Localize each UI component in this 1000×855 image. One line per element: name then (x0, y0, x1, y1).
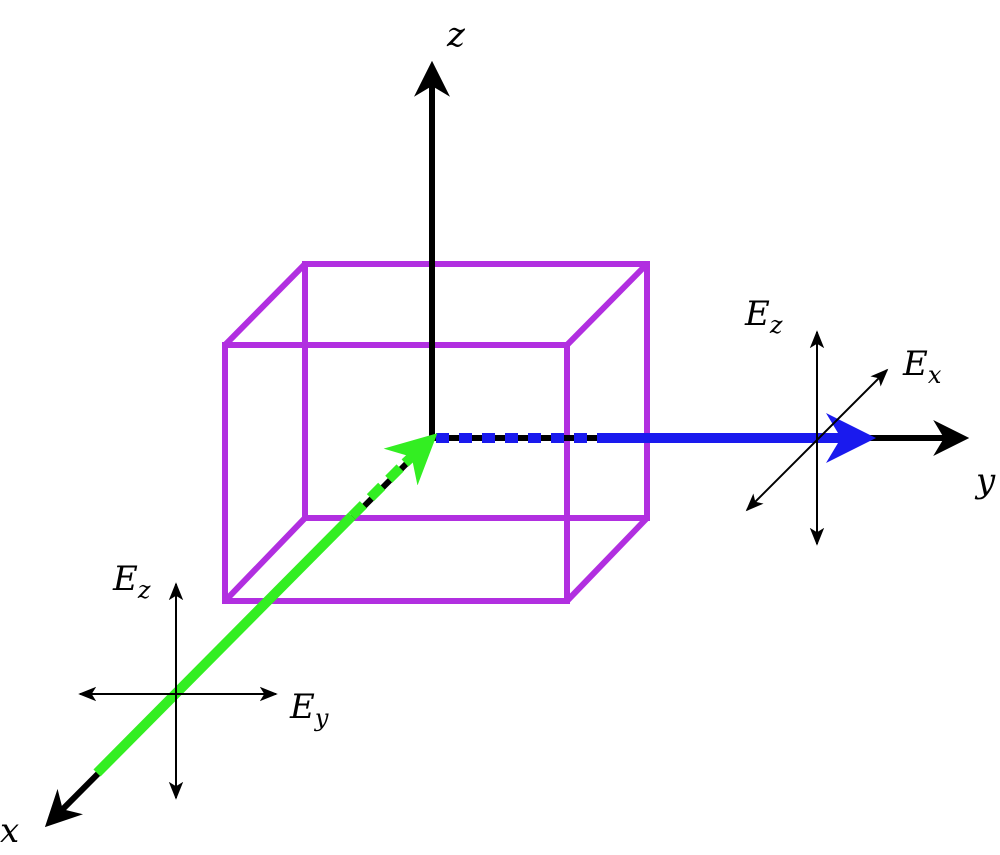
label-ez-right-main: E (744, 294, 770, 334)
box-edge-top-right (564, 261, 650, 348)
crystal-box (222, 261, 650, 604)
label-ey-left-main: E (289, 687, 315, 727)
box-front-face (222, 342, 570, 604)
field-arrow-ex-right (745, 368, 889, 512)
label-ey-left-sub: y (314, 704, 329, 732)
z-axis-label: z (446, 15, 466, 55)
label-ez-left-sub: z (137, 576, 151, 604)
beam-x-dashed (348, 459, 409, 520)
y-axis-label: y (974, 461, 996, 501)
label-ez-right: Ez (744, 294, 783, 339)
label-ez-left-main: E (112, 559, 138, 599)
box-back-face (302, 261, 650, 521)
label-ex-right-sub: x (928, 361, 942, 389)
label-ey-left: Ey (289, 687, 329, 732)
label-ez-right-sub: z (769, 311, 783, 339)
label-ex-right-main: E (902, 344, 928, 384)
label-ex-right: Ex (902, 344, 942, 389)
beam-x (93, 512, 356, 777)
label-ez-left: Ez (112, 559, 151, 604)
beam-x-head (383, 433, 438, 486)
x-axis-label: x (0, 811, 19, 851)
box-edge-bottom-left (222, 515, 308, 604)
box-edge-top-left (222, 261, 308, 348)
box-edge-bottom-right (564, 515, 650, 604)
